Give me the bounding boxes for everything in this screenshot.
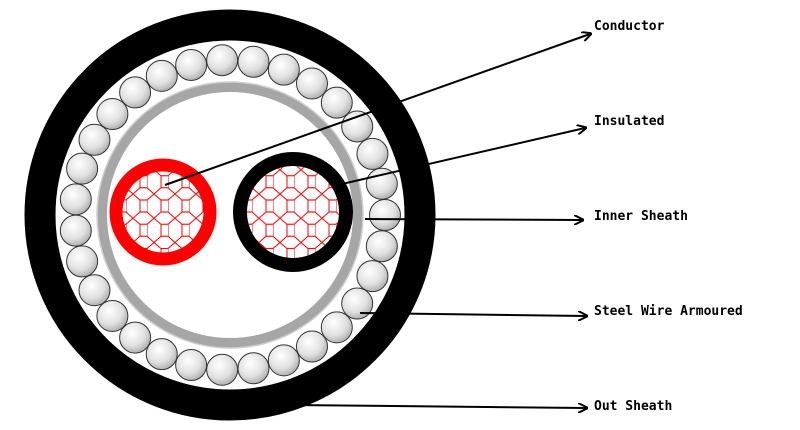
armour-wire	[66, 152, 99, 185]
armour-wire	[59, 183, 92, 216]
armour-wire	[96, 98, 129, 131]
armour-wire	[356, 260, 389, 293]
armour-wire	[341, 110, 374, 143]
armour-wire	[59, 214, 92, 247]
conductor-arrow	[164, 34, 590, 186]
insulated-arrow	[341, 128, 585, 185]
steel-wire-arrow	[359, 313, 586, 316]
steel-wire-armour	[59, 44, 401, 386]
armour-wire	[320, 86, 353, 119]
armour-wire	[295, 67, 328, 100]
label-steel-wire-armoured: Steel Wire Armoured	[594, 304, 743, 319]
armour-wire	[320, 311, 353, 344]
inner-sheath	[97, 82, 363, 348]
armour-wire	[341, 287, 374, 320]
armour-wire	[267, 344, 300, 377]
out-sheath-arrow	[289, 405, 586, 408]
inner-sheath-edge	[96, 81, 364, 349]
label-insulated: Insulated	[594, 114, 665, 129]
armour-wire	[78, 123, 111, 156]
armour-wire	[145, 338, 178, 371]
armour-wire	[119, 76, 152, 109]
armour-wire	[206, 44, 239, 77]
armour-wire	[119, 321, 152, 354]
insulation-black	[233, 152, 353, 272]
armour-wire	[237, 45, 270, 78]
armour-wire	[145, 59, 178, 92]
armour-wire	[356, 137, 389, 170]
armour-wire	[206, 353, 239, 386]
conductor-black	[247, 166, 339, 258]
armour-wire	[175, 349, 208, 382]
armour-wire	[66, 245, 99, 278]
armour-wire	[237, 352, 270, 385]
armour-wire	[175, 48, 208, 81]
armour-wire	[96, 299, 129, 332]
armour-wire	[365, 230, 398, 263]
armour-wire	[369, 199, 401, 231]
conductor-red	[122, 171, 204, 253]
label-inner-sheath: Inner Sheath	[594, 209, 688, 224]
armour-wire	[78, 274, 111, 307]
armour-wire	[267, 53, 300, 86]
out-sheath	[24, 9, 436, 421]
label-conductor: Conductor	[594, 19, 665, 34]
inner-sheath-arrow	[364, 219, 582, 220]
label-out-sheath: Out Sheath	[594, 399, 673, 414]
armour-wire	[295, 330, 328, 363]
insulation-red	[109, 158, 217, 266]
